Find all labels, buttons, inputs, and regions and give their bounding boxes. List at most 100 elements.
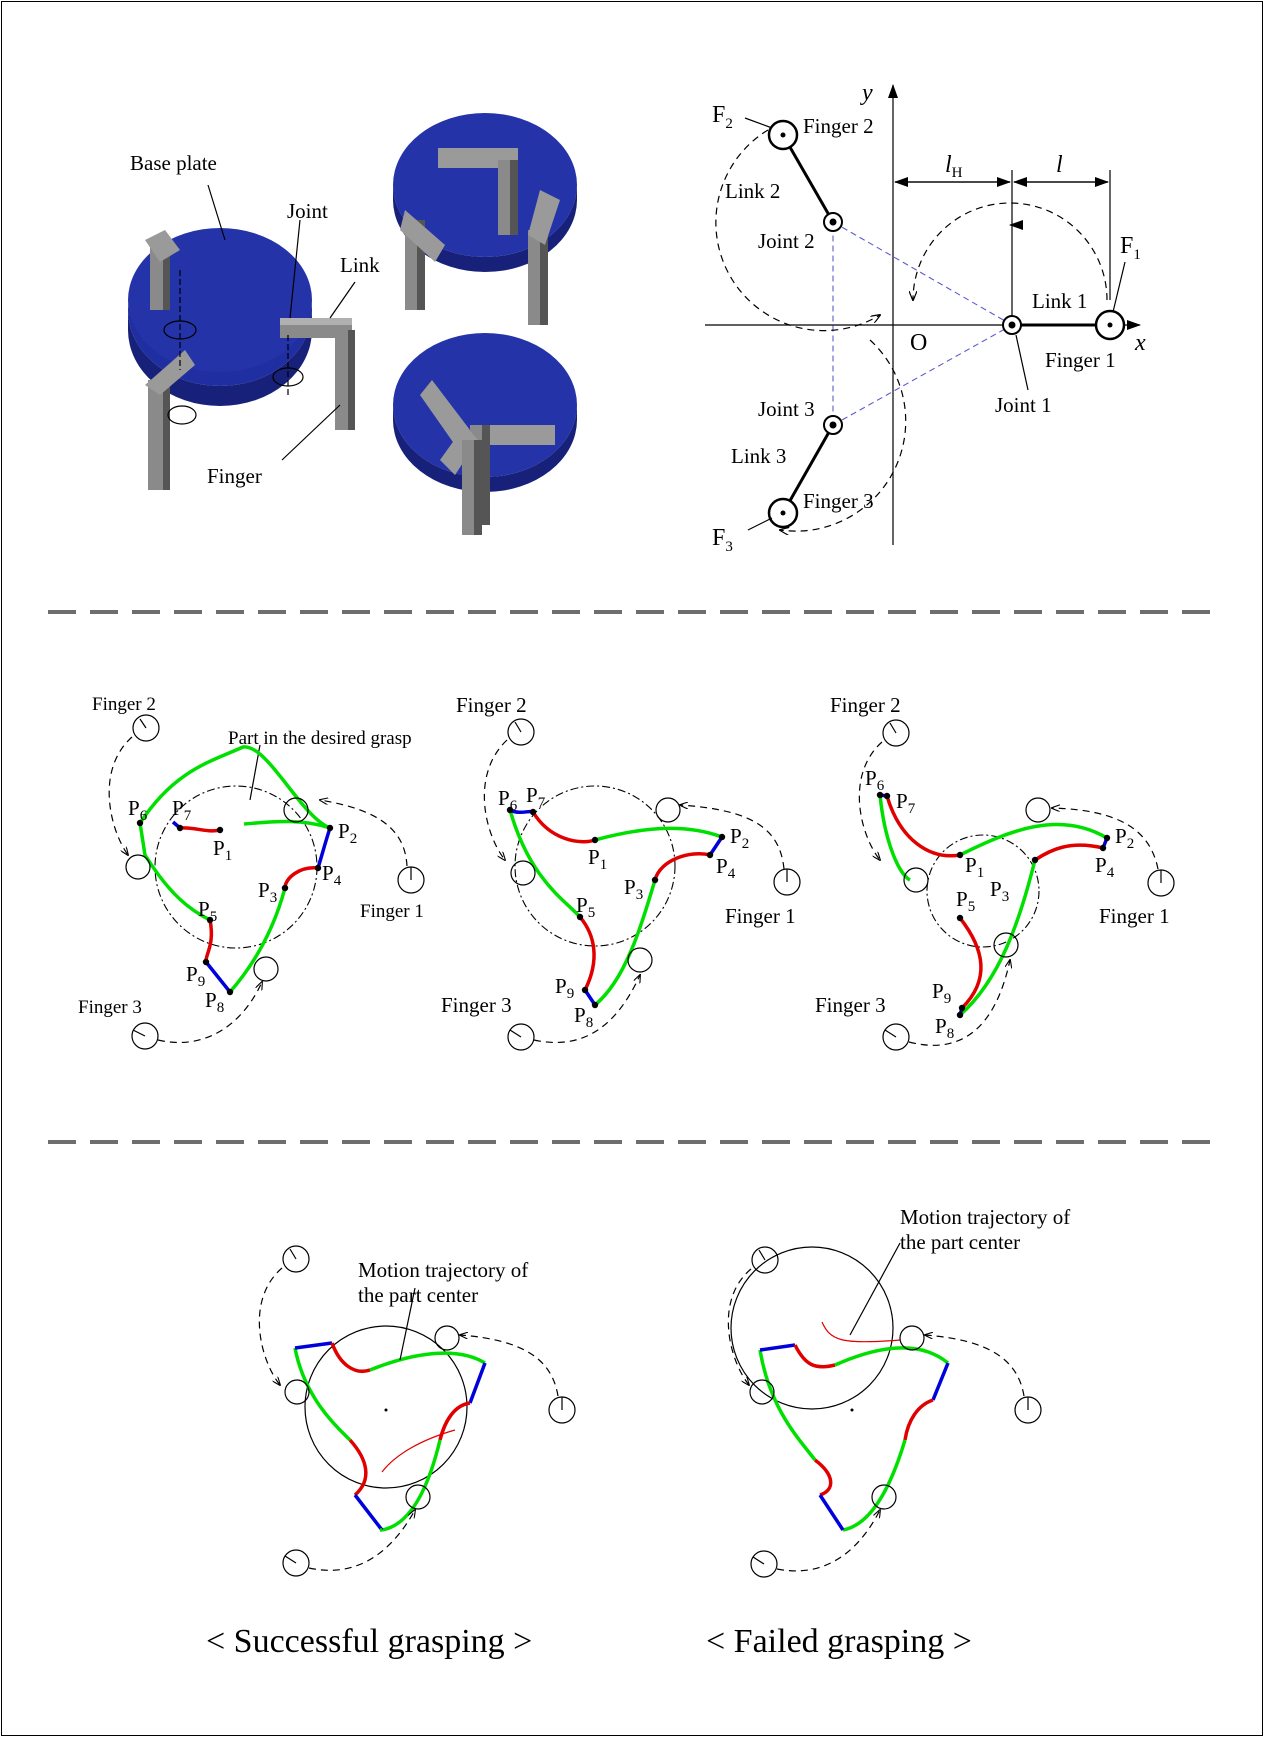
- vertex-label-p3: P3: [258, 878, 277, 906]
- success-part-circle: [304, 1325, 468, 1489]
- vertex-dot: [956, 1011, 964, 1019]
- grasp-panel-2: Finger 2 Finger 1 Finger 3: [441, 693, 801, 1051]
- success-caption: < Successful grasping >: [206, 1623, 532, 1660]
- vertex-dot: [576, 913, 584, 921]
- success-trajectory-label-1: Motion trajectory of: [358, 1258, 528, 1282]
- vertex-label-p9: P9: [555, 974, 574, 1002]
- dim-lh-label: lH: [945, 152, 963, 181]
- vertex-dot: [326, 824, 334, 832]
- desired-part-outline-2: [514, 785, 676, 947]
- vertex-label-p7: P7: [896, 789, 916, 817]
- vertex-dot: [883, 792, 891, 800]
- vertex-label-p5: P5: [198, 897, 217, 925]
- result-failed: Motion trajectory of the part center < F…: [706, 1205, 1070, 1660]
- vertex-label-p2: P2: [1115, 824, 1134, 852]
- finger2-label: Finger 2: [803, 114, 874, 138]
- vertex-label-p9: P9: [186, 962, 205, 990]
- f1-label: F1: [1120, 233, 1141, 263]
- link2-line: [781, 134, 835, 223]
- vertex-label-p4: P4: [322, 861, 342, 889]
- vertex-dot: [956, 914, 964, 922]
- vertex-dot: [202, 958, 210, 966]
- finger-circles-failed: [749, 1246, 1042, 1578]
- kinematic-schematic: x y O lH l: [705, 80, 1146, 555]
- link3-line: [781, 424, 835, 514]
- f3-label: F3: [712, 525, 733, 555]
- vertex-dot: [958, 1004, 966, 1012]
- vertex-dot: [529, 808, 537, 816]
- label-link: Link: [340, 253, 380, 277]
- vertex-dot: [651, 876, 659, 884]
- vertex-dot: [226, 988, 234, 996]
- vertex-dot: [281, 884, 289, 892]
- joint3: [823, 415, 843, 435]
- vertex-dot: [136, 819, 144, 827]
- vertex-label-p5: P5: [956, 887, 975, 915]
- y-axis-label: y: [860, 80, 873, 106]
- grasp-panel-3: Finger 2 Finger 1 Finger 3: [815, 693, 1175, 1051]
- vertex-label-p7: P7: [172, 796, 192, 824]
- base-plate-open: [393, 113, 577, 325]
- vertex-label-p5: P5: [576, 893, 595, 921]
- grasp-panel-1: Finger 2 Part in the desired grasp Finge…: [78, 694, 425, 1050]
- vertex-dot: [506, 806, 514, 814]
- vertex-dot: [1031, 856, 1039, 864]
- finger3-label: Finger 3: [803, 489, 874, 513]
- label-joint: Joint: [287, 199, 328, 223]
- link1-label: Link 1: [1032, 289, 1087, 313]
- finger1-label: Finger 1: [1045, 348, 1116, 372]
- p3-finger1: Finger 1: [1099, 904, 1170, 928]
- vertex-label-p4: P4: [1095, 853, 1115, 881]
- vertex-dot: [876, 791, 884, 799]
- desired-part-outline-3: [926, 834, 1040, 948]
- joint2: [823, 212, 843, 232]
- failed-trajectory-label-2: the part center: [900, 1230, 1020, 1254]
- vertex-dot: [176, 824, 184, 832]
- p1-part-label: Part in the desired grasp: [228, 728, 412, 749]
- finger-circles-success: [282, 1245, 576, 1577]
- finger-circles-panel-1: [125, 714, 425, 1050]
- joint-triangle: [832, 221, 1014, 426]
- label-finger: Finger: [207, 464, 262, 488]
- vertex-label-p2: P2: [338, 819, 357, 847]
- joint1: [1002, 315, 1022, 335]
- vertex-label-p9: P9: [932, 979, 951, 1007]
- vertex-dot: [216, 826, 224, 834]
- failed-trajectory: [821, 1321, 901, 1343]
- dim-l-label: l: [1056, 152, 1063, 178]
- vertex-label-p7: P7: [526, 783, 546, 811]
- vertex-label-p2: P2: [730, 824, 749, 852]
- vertex-label-p3: P3: [624, 875, 643, 903]
- vertex-dot: [718, 833, 726, 841]
- vertex-dot: [706, 851, 714, 859]
- p3-finger3: Finger 3: [815, 993, 886, 1017]
- x-axis-label: x: [1134, 330, 1146, 356]
- p2-finger2: Finger 2: [456, 693, 527, 717]
- vertex-dot: [591, 836, 599, 844]
- joint2-label: Joint 2: [758, 229, 815, 253]
- joint3-label: Joint 3: [758, 397, 815, 421]
- vertex-dot: [206, 916, 214, 924]
- origin-label: O: [910, 330, 927, 356]
- finger-circles-panel-2: [507, 718, 801, 1051]
- p1-finger1: Finger 1: [360, 901, 424, 922]
- success-trajectory: [381, 1429, 456, 1473]
- link2-label: Link 2: [725, 179, 780, 203]
- p1-finger3: Finger 3: [78, 997, 142, 1018]
- vertex-dot: [1103, 834, 1111, 842]
- vertex-label-p1: P1: [588, 845, 607, 873]
- finger-circles-panel-3: [882, 719, 1175, 1051]
- vertex-dot: [1099, 844, 1107, 852]
- p3-finger2: Finger 2: [830, 693, 901, 717]
- vertex-label-p4: P4: [716, 854, 736, 882]
- vertex-dot: [591, 1001, 599, 1009]
- success-trajectory-label-2: the part center: [358, 1283, 478, 1307]
- vertex-dot: [956, 851, 964, 859]
- finger-group-left: [145, 230, 197, 490]
- finger1-circle: [1094, 309, 1126, 341]
- vertex-dot: [581, 986, 589, 994]
